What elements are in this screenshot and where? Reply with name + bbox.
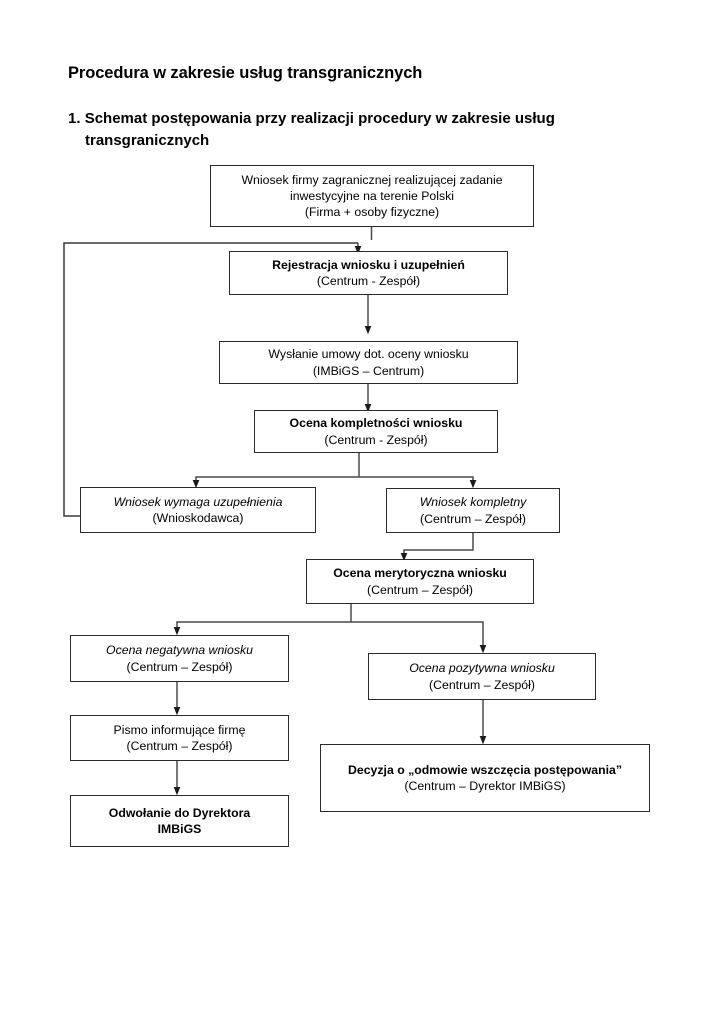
edge-merytoryczna-to-negatywna bbox=[173, 621, 351, 636]
node-wniosek-kompletny[interactable]: Wniosek kompletny (Centrum – Zespół) bbox=[386, 488, 560, 533]
node-line-2: (IMBiGS – Centrum) bbox=[312, 363, 425, 378]
edge-kompletnosci-to-wymaga bbox=[192, 476, 359, 489]
node-line-1: Ocena negatywna wniosku bbox=[106, 643, 253, 658]
edge-kompletny-to-merytoryczna bbox=[400, 533, 474, 562]
node-line-1: Rejestracja wniosku i uzupełnień bbox=[272, 257, 465, 272]
node-line-1: Odwołanie do Dyrektora bbox=[108, 805, 251, 820]
node-line-2: IMBiGS bbox=[157, 822, 202, 836]
node-rejestracja-wniosku[interactable]: Rejestracja wniosku i uzupełnień (Centru… bbox=[229, 251, 508, 295]
section-title-line2: transgranicznych bbox=[85, 131, 210, 149]
node-odwolanie-do-dyrektora[interactable]: Odwołanie do Dyrektora IMBiGS bbox=[70, 795, 289, 847]
node-wyslanie-umowy[interactable]: Wysłanie umowy dot. oceny wniosku (IMBiG… bbox=[219, 341, 518, 384]
node-line-2: (Centrum - Zespół) bbox=[324, 432, 428, 447]
node-ocena-kompletnosci[interactable]: Ocena kompletności wniosku (Centrum - Ze… bbox=[254, 410, 498, 453]
node-line-2: (Centrum – Zespół) bbox=[420, 511, 526, 526]
node-line-1: Wysłanie umowy dot. oceny wniosku bbox=[268, 347, 469, 362]
node-line-1: Wniosek wymaga uzupełnienia bbox=[113, 494, 283, 509]
node-line-1: Pismo informujące firmę bbox=[113, 722, 246, 737]
node-ocena-merytoryczna[interactable]: Ocena merytoryczna wniosku (Centrum – Ze… bbox=[306, 559, 534, 604]
node-ocena-pozytywna[interactable]: Ocena pozytywna wniosku (Centrum – Zespó… bbox=[368, 653, 596, 700]
node-decyzja-odmowa[interactable]: Decyzja o „odmowie wszczęcia postępowani… bbox=[320, 744, 650, 812]
node-wniosek-firmy[interactable]: Wniosek firmy zagranicznej realizującej … bbox=[210, 165, 534, 227]
node-line-1: Wniosek kompletny bbox=[419, 495, 527, 510]
section-heading: 1. Schemat postępowania przy realizacji … bbox=[68, 108, 648, 152]
node-line-1: Wniosek firmy zagranicznej realizującej … bbox=[241, 172, 503, 187]
node-ocena-negatywna[interactable]: Ocena negatywna wniosku (Centrum – Zespó… bbox=[70, 635, 289, 682]
node-wniosek-wymaga-uzupelnienia[interactable]: Wniosek wymaga uzupełnienia (Wnioskodawc… bbox=[80, 487, 316, 533]
page-title: Procedura w zakresie usług transgraniczn… bbox=[68, 64, 423, 82]
node-line-2: (Centrum – Dyrektor IMBiGS) bbox=[404, 779, 566, 793]
node-line-2: (Centrum – Zespół) bbox=[126, 659, 233, 674]
node-line-2: (Centrum – Zespół) bbox=[429, 677, 535, 692]
node-line-2: (Wnioskodawca) bbox=[152, 511, 244, 525]
edge-kompletnosci-to-kompletny bbox=[359, 476, 477, 489]
node-line-2: (Centrum – Zespół) bbox=[126, 739, 233, 753]
node-line-2: (Centrum - Zespół) bbox=[316, 274, 421, 288]
node-line-1: Decyzja o „odmowie wszczęcia postępowani… bbox=[347, 762, 623, 777]
node-line-3: (Firma + osoby fizyczne) bbox=[304, 205, 440, 220]
section-number: 1. bbox=[68, 110, 81, 127]
node-line-2: inwestycyjne na terenie Polski bbox=[289, 188, 455, 203]
node-line-1: Ocena merytoryczna wniosku bbox=[333, 566, 507, 581]
section-title-line1: Schemat postępowania przy realizacji pro… bbox=[84, 110, 555, 127]
node-line-1: Ocena kompletności wniosku bbox=[289, 416, 463, 431]
node-pismo-informujace[interactable]: Pismo informujące firmę (Centrum – Zespó… bbox=[70, 715, 289, 761]
edge-merytoryczna-to-pozytywna bbox=[351, 621, 487, 654]
node-line-2: (Centrum – Zespół) bbox=[367, 582, 473, 597]
node-line-1: Ocena pozytywna wniosku bbox=[409, 661, 555, 676]
